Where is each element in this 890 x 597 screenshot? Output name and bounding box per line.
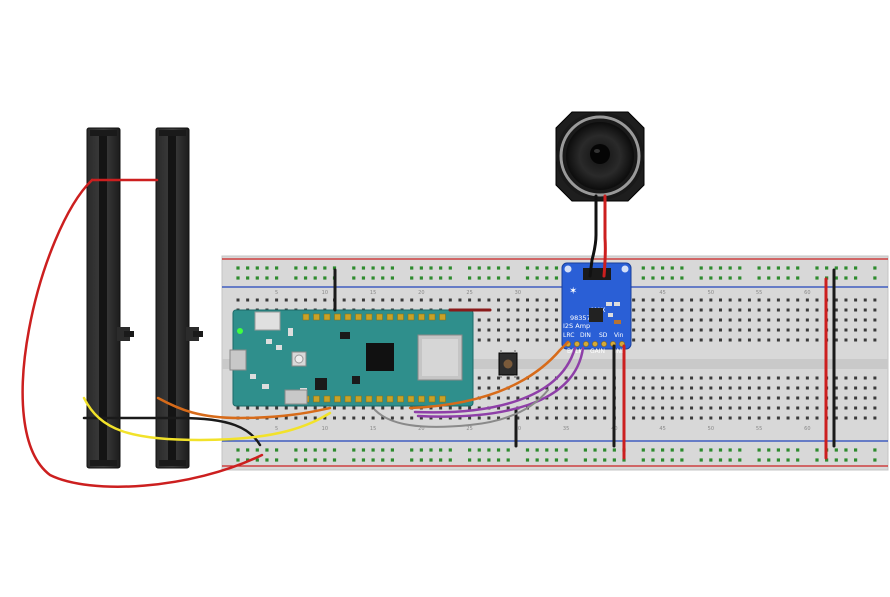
amp-pin-label: DIN bbox=[580, 332, 591, 339]
amp-pin-label: BCLK bbox=[567, 348, 584, 355]
amp-pin-label: GAIN bbox=[590, 348, 605, 355]
column-number: 15 bbox=[370, 290, 376, 296]
slide-potentiometer-right[interactable] bbox=[155, 127, 203, 469]
amp-pin-label: GND bbox=[612, 348, 626, 355]
amp-pin-labels-bottom: BCLK GAIN GND bbox=[567, 348, 626, 355]
push-button[interactable] bbox=[498, 350, 518, 378]
column-number: 10 bbox=[322, 426, 328, 432]
main-chip bbox=[366, 343, 394, 371]
board-header-top bbox=[302, 313, 446, 321]
column-number: 20 bbox=[418, 290, 424, 296]
column-number: 25 bbox=[466, 290, 472, 296]
amp-model: 98357A bbox=[570, 314, 596, 322]
column-number: 45 bbox=[659, 426, 665, 432]
amp-subtitle: I2S Amp bbox=[563, 322, 590, 330]
wires bbox=[21, 178, 836, 488]
column-number: 50 bbox=[708, 426, 714, 432]
wire-slider-signal-yellow bbox=[82, 396, 332, 442]
amp-pin-label: SD bbox=[599, 332, 608, 339]
column-number: 20 bbox=[418, 426, 424, 432]
column-number: 5 bbox=[275, 426, 278, 432]
slider-knob[interactable] bbox=[117, 327, 130, 341]
wire-gray bbox=[374, 389, 549, 428]
power-led-icon bbox=[237, 328, 243, 334]
column-number: 55 bbox=[756, 426, 762, 432]
wire-amp-lrc-orange bbox=[408, 340, 570, 410]
column-number: 35 bbox=[563, 426, 569, 432]
slider-knob[interactable] bbox=[186, 327, 199, 341]
slide-potentiometer-left[interactable] bbox=[86, 127, 134, 469]
wire-slider-signal-orange bbox=[156, 396, 332, 420]
column-number: 55 bbox=[756, 290, 762, 296]
column-number: 60 bbox=[804, 426, 810, 432]
wire-amp-bclk-purple bbox=[413, 346, 577, 414]
column-number: 30 bbox=[515, 290, 521, 296]
breadboard-center-channel bbox=[222, 359, 888, 369]
amp-logo-star: ✶ bbox=[569, 286, 577, 297]
wire-slider-vcc-red bbox=[21, 178, 264, 488]
wire-speaker-black bbox=[588, 194, 598, 278]
column-number: 45 bbox=[659, 290, 665, 296]
column-number: 30 bbox=[515, 426, 521, 432]
amp-pin-label: LRC bbox=[563, 332, 574, 339]
speaker bbox=[555, 111, 645, 202]
wire-slider-gnd-black bbox=[82, 416, 262, 447]
board-header-bottom bbox=[302, 395, 446, 403]
column-number: 25 bbox=[466, 426, 472, 432]
column-number: 50 bbox=[708, 290, 714, 296]
amp-chip bbox=[589, 308, 603, 322]
battery-connector bbox=[254, 311, 281, 331]
wire-speaker-red bbox=[602, 194, 607, 278]
column-number: 10 bbox=[322, 290, 328, 296]
column-number: 5 bbox=[275, 290, 278, 296]
usb-connector bbox=[229, 349, 247, 371]
column-number: 15 bbox=[370, 426, 376, 432]
column-number: 60 bbox=[804, 290, 810, 296]
arduino-board bbox=[229, 309, 474, 407]
amp-pin-labels-top: LRC DIN SD Vin bbox=[563, 332, 624, 339]
wire-amp-din-purple bbox=[416, 346, 585, 418]
amp-pin-label: Vin bbox=[614, 332, 624, 339]
